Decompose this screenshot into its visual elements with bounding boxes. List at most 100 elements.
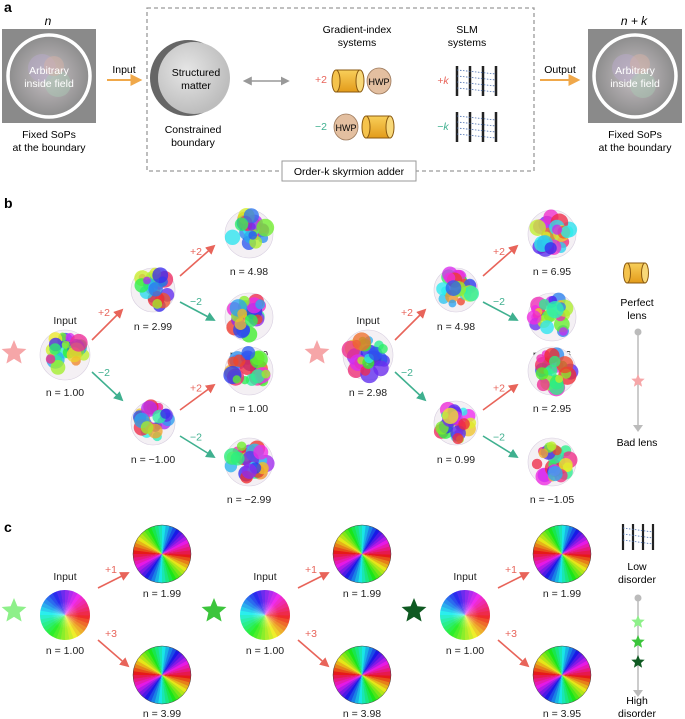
grin-lens-icon [361,115,395,139]
grin-minus-label: −2 [315,121,327,133]
polarization-field-image [39,329,91,381]
polarization-field-image [341,329,394,384]
left-circle-line2: inside field [24,78,74,90]
op-label: −2 [493,432,505,444]
legend-low-line1: Low [627,561,647,573]
grin-plus-label: +2 [315,74,327,86]
plus-arrow [497,639,530,668]
polarization-field-image [132,524,192,584]
hwp-icon [333,113,359,141]
op-label: −2 [401,367,413,379]
op-label: +1 [305,564,317,576]
input-label-a: Input [112,64,135,76]
output-n-value: n = 1.99 [143,588,181,600]
slm-stack-icon [455,66,498,96]
polarization-field-image [526,292,577,342]
slm-stack-icon [621,524,655,550]
input-n-value: n = 1.00 [46,645,84,657]
input-label: Input [53,571,76,583]
output-n-value: n = 3.99 [143,708,181,719]
leaf-n-value: n = 2.95 [533,403,571,415]
left-circle-line1: Arbitrary [29,65,69,77]
mid-n-value: n = −1.00 [131,454,176,466]
input-label: Input [356,315,379,327]
minus-arrow [91,371,124,402]
op-label: +2 [493,246,505,258]
polarization-field-image [332,524,392,584]
polarization-field-image [224,207,275,259]
minus-arrow [482,301,519,321]
lens-quality-legend [623,262,649,432]
star-icon [1,340,27,364]
input-label: Input [253,571,276,583]
legend-low-line2: disorder [618,574,656,586]
hwp-label-top: HWP [369,77,390,87]
polarization-field-image [433,266,479,313]
mid-n-value: n = 2.99 [134,321,172,333]
op-label: +2 [190,383,202,395]
polarization-field-image [527,346,579,397]
leaf-n-value: n = −2.99 [227,494,272,506]
polarization-field-image [433,400,479,446]
polarization-field-image [527,209,578,259]
legend-arrowhead [633,690,643,697]
plus-arrow [297,639,330,668]
structured-matter-line1: Structured [172,67,221,79]
constrained-line2: boundary [171,137,216,149]
input-label: Input [53,315,76,327]
perfect-lens-icon [623,262,649,284]
leaf-n-value: n = −1.05 [530,494,575,506]
output-label-a: Output [544,64,576,76]
minus-arrow [179,435,216,459]
star-icon [304,340,330,364]
input-n-value: n = 2.98 [349,387,387,399]
polarization-field-image [527,437,578,487]
plus-arrow [179,244,216,277]
right-circle-line2: inside field [610,78,660,90]
plus-arrow [97,639,130,668]
star-icon [631,635,645,648]
op-label: +3 [505,628,517,640]
minus-arrow [482,435,519,459]
op-label: −2 [493,296,505,308]
output-n-value: n = 1.99 [343,588,381,600]
polarization-field-image [532,645,592,705]
plus-arrow [482,383,519,411]
polarization-field-image [130,267,176,313]
output-n-value: n = 3.95 [543,708,581,719]
right-caption-line1: Fixed SoPs [608,129,662,141]
slm-stack-icon [455,112,498,142]
grin-lens-icon [331,69,365,93]
adder-label-box [281,160,417,182]
legend-perfect-line2: lens [627,310,646,322]
slm-minus-label: −k [437,121,449,133]
leaf-n-value: n = 1.00 [230,403,268,415]
mid-n-value: n = 4.98 [437,321,475,333]
slm-title-line1: SLM [456,24,478,36]
polarization-field-image [223,346,274,396]
star-icon [631,655,645,668]
left-caption-line1: Fixed SoPs [22,129,76,141]
op-label: +1 [505,564,517,576]
left-field-image [6,33,92,119]
output-n-value: n = 1.99 [543,588,581,600]
legend-bad-lens: Bad lens [617,437,658,449]
constrained-line1: Constrained [165,124,222,136]
right-n-label: n + k [621,14,648,28]
op-label: +3 [105,628,117,640]
polarization-field-image [224,292,274,343]
minus-arrow [179,301,216,321]
star-icon [201,598,227,622]
legend-perfect-line1: Perfect [620,297,653,309]
left-caption-line2: at the boundary [13,142,87,154]
panel-b-label: b [4,195,13,211]
adder-label: Order-k skyrmion adder [294,166,405,178]
input-n-value: n = 1.00 [246,645,284,657]
op-label: +2 [401,307,413,319]
polarization-field-image [532,524,592,584]
structured-matter-line2: matter [181,80,211,92]
panel-c-label: c [4,519,12,535]
